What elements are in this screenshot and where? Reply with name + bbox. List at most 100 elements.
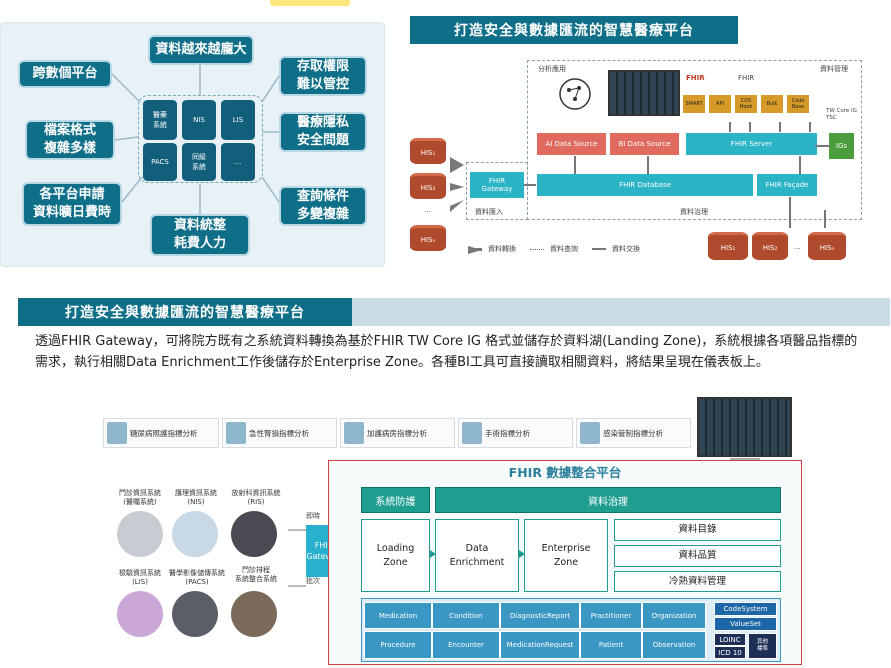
resource-box: Medication xyxy=(364,602,432,629)
challenge-application-time: 各平台申請 資料曠日費時 xyxy=(22,182,122,226)
resource-box: Patient xyxy=(580,631,642,659)
gov-item: 資料目錄 xyxy=(614,519,781,541)
challenge-multi-platform: 跨數個平台 xyxy=(18,60,112,88)
system-cylinder: 同級 系統 xyxy=(182,143,216,181)
resources-row: Procedure Encounter MedicationRequest Pa… xyxy=(364,631,706,659)
gateway-batch-label: 批次 xyxy=(306,577,320,585)
resource-box: Condition xyxy=(432,602,500,629)
bi-data-source: BI Data Source xyxy=(610,133,679,155)
zone-governance-label: 資料管理 xyxy=(820,65,848,73)
challenge-data-growing: 資料越來越龐大 xyxy=(148,35,254,65)
challenge-privacy: 醫療隱私 安全問題 xyxy=(279,112,367,152)
resource-box: DiagnosticReport xyxy=(500,602,580,629)
legend-query-marker xyxy=(530,248,544,250)
lab-image-icon xyxy=(117,591,163,637)
igs-box: IGs xyxy=(829,133,854,159)
icd10-box: ICD 10 xyxy=(714,646,746,659)
other-standards-box: 其他 標準 xyxy=(748,633,777,659)
legend: 資料轉換 資料查詢 資料交換 xyxy=(468,244,640,254)
codesystem-box: CodeSystem xyxy=(714,602,777,616)
top-right-arrows xyxy=(450,122,830,254)
fhir-logo-text: FHIR xyxy=(738,74,755,82)
governance-note: TW Core IG TSC xyxy=(826,108,857,121)
ai-brain-icon xyxy=(559,78,591,110)
loinc-box: LOINC xyxy=(714,633,746,646)
gov-item: 冷熱資料管理 xyxy=(614,571,781,592)
system-cylinder: NIS xyxy=(182,100,216,140)
his-ellipsis: ... xyxy=(424,206,431,214)
entry-zone-label: 資料匯入 xyxy=(475,208,503,216)
description-paragraph: 透過FHIR Gateway，可將院方既有之系統資料轉換為基於FHIR TW C… xyxy=(35,334,858,370)
legend-exchange-marker xyxy=(592,248,606,250)
resource-box: Practitioner xyxy=(580,602,642,629)
gov-item: 資料品質 xyxy=(614,545,781,567)
challenge-file-format: 檔案格式 複雜多樣 xyxy=(25,120,115,160)
top-right-title: 打造安全與數據匯流的智慧醫療平台 xyxy=(410,16,738,44)
security-box: 系統防護 xyxy=(361,487,430,513)
fhir-database: FHIR Database xyxy=(537,174,753,196)
challenge-connectors xyxy=(111,65,280,214)
platform-title: FHIR 數據整合平台 xyxy=(508,465,622,480)
infection-image-icon xyxy=(580,422,600,444)
ops-row: SMART API CDS Hook Bulk Code Base xyxy=(683,95,809,113)
kidney-image-icon xyxy=(226,422,246,444)
dashboard-monitor-icon xyxy=(697,397,792,457)
data-mgmt-label: 資料治理 xyxy=(680,208,708,216)
systems-cluster xyxy=(138,95,263,183)
legend-convert: 資料轉換 xyxy=(488,245,516,253)
op-box: SMART xyxy=(683,95,705,113)
resource-box: MedicationRequest xyxy=(500,631,580,659)
op-box: CDS Hook xyxy=(735,95,757,113)
op-box: Code Base xyxy=(787,95,809,113)
system-cylinder: 醫藥 系統 xyxy=(143,100,177,140)
legend-convert-marker xyxy=(468,247,482,251)
his-cylinder: HIS₁ xyxy=(708,232,748,260)
resource-box: Encounter xyxy=(432,631,500,659)
data-enrichment: Data Enrichment xyxy=(435,519,519,592)
fhir-gateway-box: FHIR Gateway xyxy=(470,172,524,198)
loading-zone: Loading Zone xyxy=(361,519,430,592)
source-label: 門診排程 系統整合系統 xyxy=(235,566,277,583)
his-cylinder: HIS₁ xyxy=(410,138,446,164)
his-cylinder: HIS₂ xyxy=(752,232,788,260)
resources-row: Medication Condition DiagnosticReport Pr… xyxy=(364,602,706,629)
fhir-server: FHIR Server xyxy=(686,133,817,155)
source-label: 護理資訊系統 (NIS) xyxy=(175,489,217,506)
valueset-box: ValueSet xyxy=(714,617,777,631)
source-label: 門診資訊系統 (醫囑系統) xyxy=(119,489,161,506)
icu-image-icon xyxy=(344,422,364,444)
challenge-access-control: 存取權限 難以管控 xyxy=(279,56,367,96)
his-ellipsis: ... xyxy=(794,243,801,251)
governance-box: 資料治理 xyxy=(435,487,781,513)
dashboard-monitor-icon xyxy=(608,70,680,116)
source-label: 檢驗資訊系統 (LIS) xyxy=(119,569,161,586)
resource-box: Observation xyxy=(642,631,706,659)
pacs-image-icon xyxy=(172,591,218,637)
challenge-query-conditions: 查詢條件 多變複雜 xyxy=(279,186,367,226)
fhir-logo: FHIR xyxy=(686,74,705,82)
challenge-labor: 資料統整 耗費人力 xyxy=(150,214,250,256)
source-label: 放射科資訊系統 (RIS) xyxy=(231,489,281,506)
zone-app-label: 分析應用 xyxy=(538,65,566,73)
system-cylinder: LIS xyxy=(221,100,255,140)
schedule-image-icon xyxy=(231,591,277,637)
nurse-image-icon xyxy=(172,511,218,557)
fhir-facade: FHIR Façade xyxy=(757,174,817,196)
indicator-tag: 加護病房指標分析 xyxy=(340,418,455,448)
diabetes-image-icon xyxy=(107,422,127,444)
op-box: API xyxy=(709,95,731,113)
resource-box: Procedure xyxy=(364,631,432,659)
entry-zone-box xyxy=(466,162,528,220)
indicator-tag: 急性腎損指標分析 xyxy=(222,418,337,448)
enterprise-zone: Enterprise Zone xyxy=(524,519,608,592)
his-cylinder: HISₙ xyxy=(808,232,846,260)
his-cylinder: HIS₂ xyxy=(410,173,446,199)
indicator-tag: 手術指標分析 xyxy=(458,418,573,448)
highlight-bar xyxy=(270,0,350,6)
gateway-realtime-label: 即時 xyxy=(306,512,320,520)
outer-platform-box xyxy=(527,60,862,220)
clinic-image-icon xyxy=(117,511,163,557)
section2-title: 打造安全與數據匯流的智慧醫療平台 xyxy=(18,298,352,326)
legend-exchange: 資料交換 xyxy=(612,245,640,253)
indicator-tag: 糖尿病照護指標分析 xyxy=(103,418,219,448)
